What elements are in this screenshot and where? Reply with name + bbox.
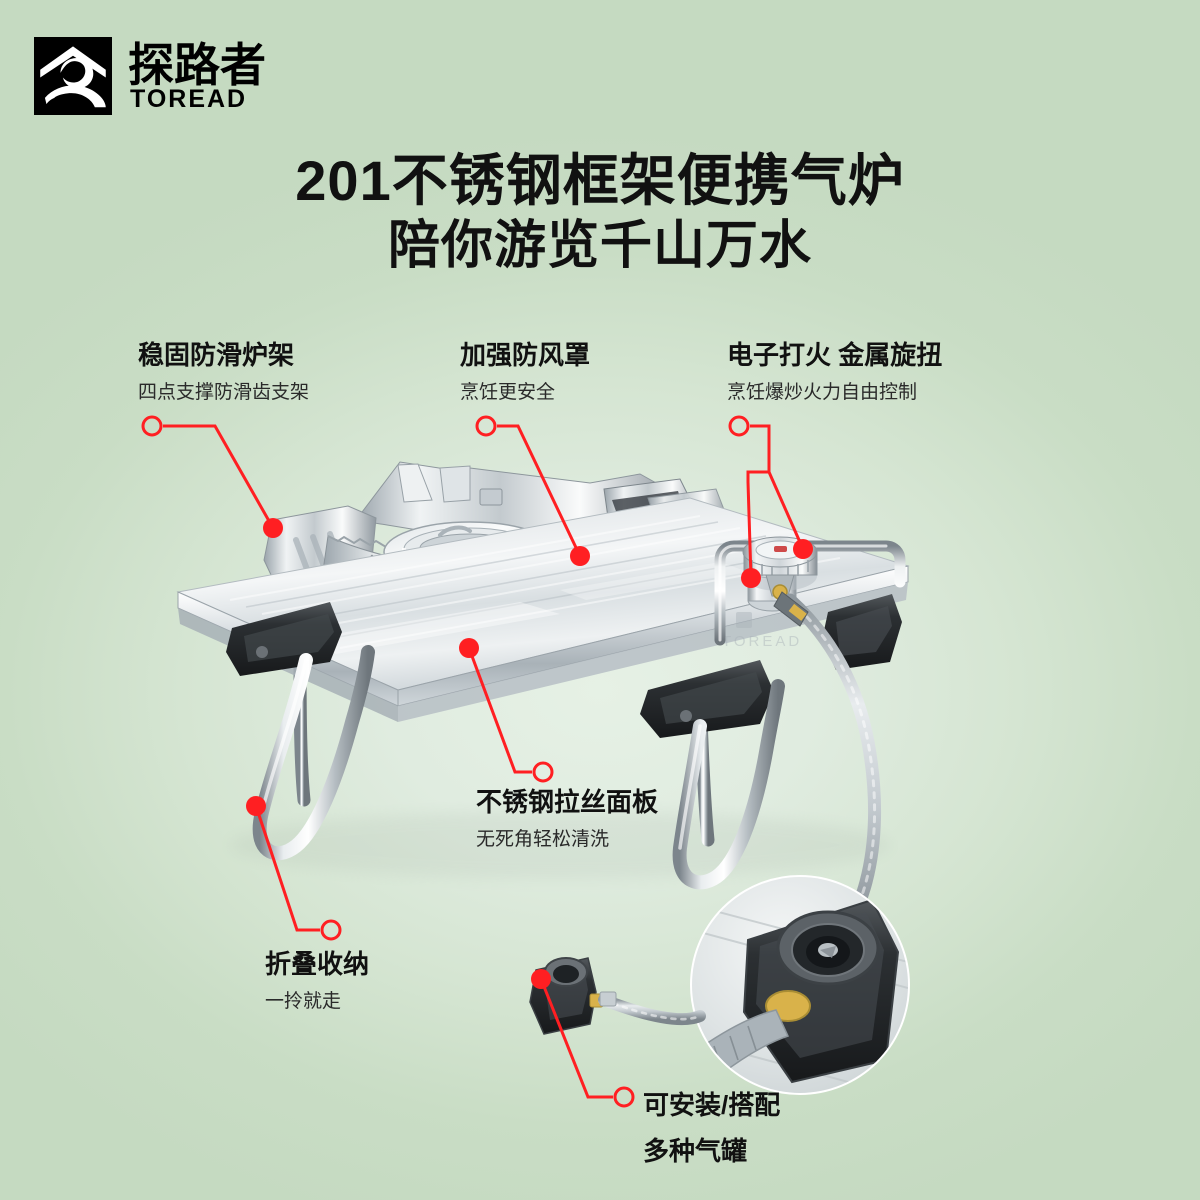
callout-panel-sub: 无死角轻松清洗 <box>476 829 610 850</box>
brand-wordmark: 探路者 TOREAD <box>128 41 266 111</box>
engraved-brand-text: TOREAD <box>722 633 802 650</box>
leg-hinge-block-right <box>640 660 774 738</box>
toread-mountain-logo-icon <box>34 37 112 115</box>
detail-zoom-circle-icon <box>690 875 910 1095</box>
callout-panel-title: 不锈钢拉丝面板 <box>476 787 659 817</box>
gas-tank-adapter-icon <box>529 957 706 1035</box>
windshield-vent-hole <box>479 488 503 506</box>
brand-name-en: TOREAD <box>130 85 247 111</box>
brand-logo: 探路者 TOREAD <box>34 37 328 115</box>
callout-windshield-sub: 烹饪更安全 <box>460 382 556 403</box>
callout-tank: 可安装/搭配 多种气罐 <box>643 1082 780 1174</box>
callout-folding: 折叠收纳 一拎就走 <box>265 947 369 1017</box>
callout-folding-sub: 一拎就走 <box>265 991 342 1012</box>
page-title: 201不锈钢框架便携气炉 陪你游览千山万水 <box>0 148 1200 278</box>
callout-ignition: 电子打火 金属旋扭 烹饪爆炒火力自由控制 <box>727 338 942 408</box>
headline-line-1: 201不锈钢框架便携气炉 <box>295 149 905 212</box>
frame-clamp-right <box>822 594 902 670</box>
engraved-brand-logo: TOREAD <box>722 612 802 650</box>
folding-leg-front-right <box>672 679 785 890</box>
brand-name-cn: 探路者 <box>128 41 266 91</box>
callout-rack-title: 稳固防滑炉架 <box>138 340 295 370</box>
headline-line-2: 陪你游览千山万水 <box>387 217 812 275</box>
callout-panel: 不锈钢拉丝面板 无死角轻松清洗 <box>476 785 658 855</box>
callout-folding-title: 折叠收纳 <box>265 949 370 979</box>
callout-windshield-title: 加强防风罩 <box>460 340 591 370</box>
callout-rack: 稳固防滑炉架 四点支撑防滑齿支架 <box>138 338 309 408</box>
callout-tank-title-line-2: 多种气罐 <box>643 1136 748 1166</box>
callout-rack-sub: 四点支撑防滑齿支架 <box>138 382 310 403</box>
callout-ignition-title: 电子打火 金属旋扭 <box>727 340 943 370</box>
knob-index-mark <box>774 546 787 552</box>
callout-ignition-sub: 烹饪爆炒火力自由控制 <box>727 382 918 403</box>
callout-tank-title-line-1: 可安装/搭配 <box>643 1090 781 1120</box>
callout-windshield: 加强防风罩 烹饪更安全 <box>460 338 590 408</box>
leg-hinge-block-left <box>226 602 342 676</box>
